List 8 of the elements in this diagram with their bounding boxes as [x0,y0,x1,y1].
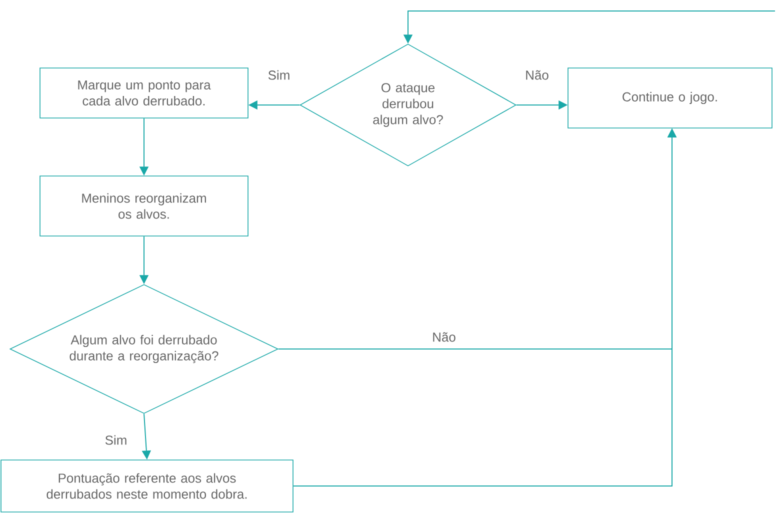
process-box: Meninos reorganizam os alvos. [40,176,248,236]
edge-label: Não [431,331,457,343]
edge-label: Não [524,69,550,81]
edge-label: Sim [104,434,128,446]
process-box: Marque um ponto para cada alvo derrubado. [40,68,248,118]
edge-label: Sim [266,69,292,81]
process-box: Pontuação referente aos alvos derrubados neste momento dobra. [0,460,294,512]
process-box: Continue o jogo. [568,68,772,128]
